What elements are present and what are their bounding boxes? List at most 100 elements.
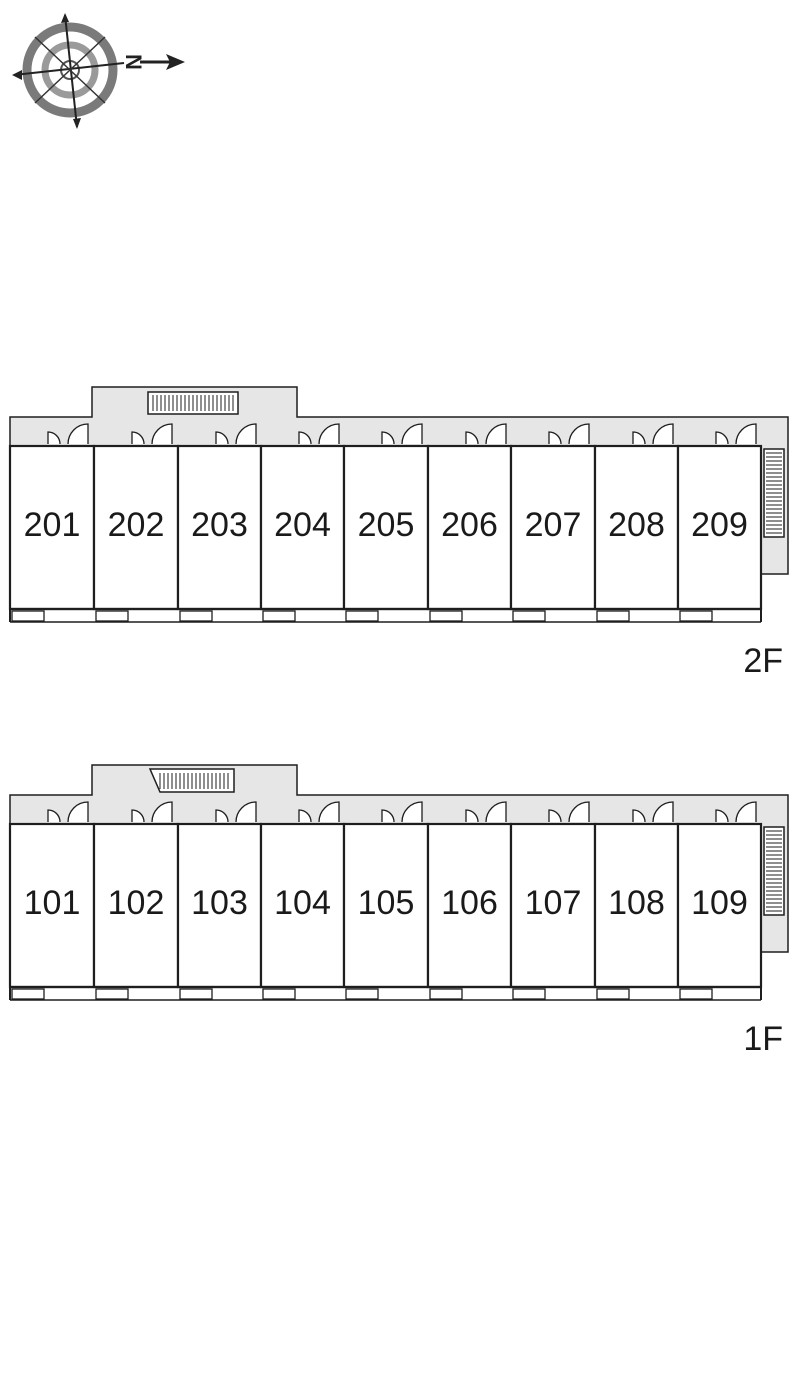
door-icon	[381, 809, 395, 823]
door-icon	[568, 801, 590, 823]
door-icon	[151, 801, 173, 823]
unit-outline	[676, 444, 763, 611]
unit-label: 207	[525, 506, 582, 544]
unit-207: 207	[509, 423, 597, 622]
unit-outline	[176, 444, 263, 611]
stair-side	[763, 826, 785, 916]
unit-outline	[509, 444, 597, 611]
door-icon	[401, 801, 423, 823]
door-icon	[215, 431, 229, 445]
door-icon	[298, 431, 312, 445]
unit-label: 107	[525, 884, 582, 922]
unit-208: 208	[593, 423, 680, 622]
unit-label: 204	[274, 506, 331, 544]
door-icon	[235, 801, 257, 823]
ac-unit-icon	[429, 610, 463, 622]
ac-unit-icon	[679, 610, 713, 622]
unit-202: 202	[92, 423, 180, 622]
ac-unit-icon	[596, 988, 630, 1000]
ac-unit-icon	[11, 610, 45, 622]
door-icon	[151, 423, 173, 445]
door-icon	[131, 431, 145, 445]
ac-unit-icon	[429, 988, 463, 1000]
unit-205: 205	[342, 423, 430, 622]
door-icon	[632, 431, 646, 445]
door-icon	[548, 809, 562, 823]
unit-label: 109	[691, 884, 748, 922]
unit-label: 208	[608, 506, 665, 544]
unit-outline	[259, 822, 346, 989]
compass-rose-icon	[12, 13, 185, 129]
unit-outline	[259, 444, 346, 611]
ac-unit-icon	[11, 988, 45, 1000]
unit-108: 108	[593, 801, 680, 1000]
door-icon	[652, 801, 674, 823]
door-icon	[215, 809, 229, 823]
ac-unit-icon	[179, 610, 213, 622]
door-icon	[465, 431, 479, 445]
unit-label: 203	[191, 506, 248, 544]
door-icon	[298, 809, 312, 823]
door-icon	[735, 801, 757, 823]
ac-unit-icon	[345, 988, 379, 1000]
north-label: N	[121, 54, 146, 70]
door-icon	[318, 423, 340, 445]
unit-label: 106	[441, 884, 498, 922]
unit-label: 201	[24, 506, 81, 544]
unit-label: 102	[108, 884, 165, 922]
unit-label: 205	[358, 506, 415, 544]
unit-label: 202	[108, 506, 165, 544]
unit-105: 105	[342, 801, 430, 1000]
unit-outline	[426, 822, 513, 989]
stair-top	[148, 768, 235, 793]
unit-106: 106	[426, 801, 513, 1000]
door-icon	[401, 423, 423, 445]
unit-outline	[593, 444, 680, 611]
ac-unit-icon	[95, 988, 129, 1000]
unit-label: 101	[24, 884, 81, 922]
unit-label: 104	[274, 884, 331, 922]
door-icon	[465, 809, 479, 823]
door-icon	[715, 431, 729, 445]
unit-outline	[593, 822, 680, 989]
ac-unit-icon	[95, 610, 129, 622]
unit-outline	[342, 822, 430, 989]
stair-side	[763, 448, 785, 538]
unit-107: 107	[509, 801, 597, 1000]
unit-label: 103	[191, 884, 248, 922]
unit-103: 103	[176, 801, 263, 1000]
door-icon	[47, 809, 61, 823]
unit-109: 109	[676, 801, 763, 1000]
stair-top	[147, 391, 239, 415]
ac-unit-icon	[262, 988, 296, 1000]
unit-209: 209	[676, 423, 763, 622]
unit-204: 204	[259, 423, 346, 622]
door-icon	[67, 801, 89, 823]
unit-label: 209	[691, 506, 748, 544]
door-icon	[47, 431, 61, 445]
ac-unit-icon	[512, 988, 546, 1000]
ac-unit-icon	[345, 610, 379, 622]
unit-label: 105	[358, 884, 415, 922]
unit-104: 104	[259, 801, 346, 1000]
door-icon	[548, 431, 562, 445]
door-icon	[652, 423, 674, 445]
door-icon	[131, 809, 145, 823]
compass: N	[12, 13, 185, 129]
ac-unit-icon	[262, 610, 296, 622]
unit-206: 206	[426, 423, 513, 622]
unit-201: 201	[8, 423, 96, 622]
unit-101: 101	[8, 801, 96, 1000]
ac-unit-icon	[512, 610, 546, 622]
door-icon	[715, 809, 729, 823]
door-icon	[67, 423, 89, 445]
ac-unit-icon	[596, 610, 630, 622]
door-icon	[381, 431, 395, 445]
unit-102: 102	[92, 801, 180, 1000]
ac-unit-icon	[679, 988, 713, 1000]
unit-203: 203	[176, 423, 263, 622]
